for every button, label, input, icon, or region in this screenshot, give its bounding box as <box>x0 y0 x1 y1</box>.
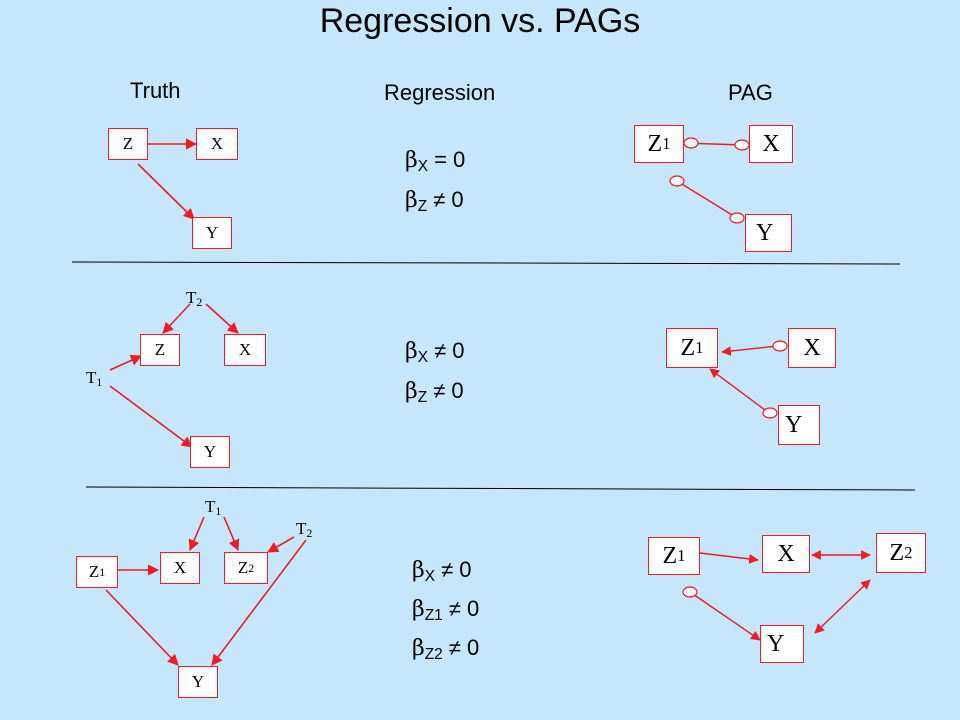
pag-node-x-row2: X <box>788 328 836 368</box>
regression-stmt-row3-3: βZ2 ≠ 0 <box>412 635 480 663</box>
edge-z1-y-row3 <box>105 589 179 666</box>
regression-stmt-row1-1: βX = 0 <box>405 147 466 175</box>
edge-t1-z2-row3 <box>223 516 240 552</box>
pag-node-x-row3: X <box>762 535 810 573</box>
truth-node-t2-row3: T2 <box>296 519 313 540</box>
truth-node-t1-row2: T1 <box>86 368 103 389</box>
truth-node-x-row2: X <box>224 334 266 366</box>
header-pag: PAG <box>728 80 773 105</box>
truth-node-z-row1: Z <box>108 128 148 160</box>
regression-stmt-row3-1: βX ≠ 0 <box>412 557 472 585</box>
edge-t1-x-row3 <box>188 516 205 552</box>
pag-node-y-row2: Y <box>778 405 820 445</box>
truth-node-y-row2: Y <box>190 436 230 468</box>
header-truth: Truth <box>130 78 181 103</box>
edge-z-y-row1 <box>137 163 195 220</box>
pag-circle-x-row2 <box>772 340 788 352</box>
pag-edge-z1-x-row3 <box>699 552 759 564</box>
truth-node-x-row3: X <box>160 552 200 584</box>
pag-circle-y-row2 <box>762 407 778 419</box>
truth-node-t1-row3: T1 <box>205 497 222 518</box>
truth-node-y-row1: Y <box>192 217 232 249</box>
edge-t2-x-row2 <box>205 303 239 334</box>
pag-edge-x-z-row2 <box>721 345 779 356</box>
truth-node-z-row2: Z <box>140 334 180 366</box>
edge-t1-z-row2 <box>109 355 143 371</box>
edge-t2-y-row3 <box>211 539 307 666</box>
edge-t2-z-row2 <box>162 303 191 334</box>
pag-edge-y-z-row2 <box>709 368 770 414</box>
pag-circle-free-row1 <box>669 175 685 187</box>
regression-stmt-row2-2: βZ ≠ 0 <box>405 378 464 406</box>
header-regression: Regression <box>384 80 496 105</box>
pag-edge-circle-y-row1 <box>676 180 738 219</box>
truth-node-t2-row2: T2 <box>186 288 203 309</box>
row-divider-1 <box>71 261 901 265</box>
edge-t2-z2-row3 <box>267 536 295 553</box>
pag-circle-y-end-row1 <box>729 212 745 224</box>
pag-node-y-row3: Y <box>760 625 804 663</box>
pag-node-y-row1: Y <box>745 214 792 252</box>
regression-stmt-row2-1: βX ≠ 0 <box>405 338 465 366</box>
pag-edge-circle-y-row3 <box>689 591 761 641</box>
slide-title: Regression vs. PAGs <box>319 2 641 40</box>
pag-node-x-row1: X <box>749 125 793 163</box>
regression-stmt-row3-2: βZ1 ≠ 0 <box>412 596 480 624</box>
pag-circle-free-row3 <box>682 586 698 598</box>
truth-node-y-row3: Y <box>178 666 218 698</box>
row-divider-2 <box>85 486 916 491</box>
pag-circle-x-end-row1 <box>734 139 750 151</box>
edge-t1-y-row2 <box>109 385 193 448</box>
pag-circle-z-end-row1 <box>683 137 699 149</box>
pag-edge-z2-y-row3 <box>814 579 871 634</box>
regression-stmt-row1-2: βZ ≠ 0 <box>405 187 464 215</box>
truth-node-x-row1: X <box>196 128 238 160</box>
